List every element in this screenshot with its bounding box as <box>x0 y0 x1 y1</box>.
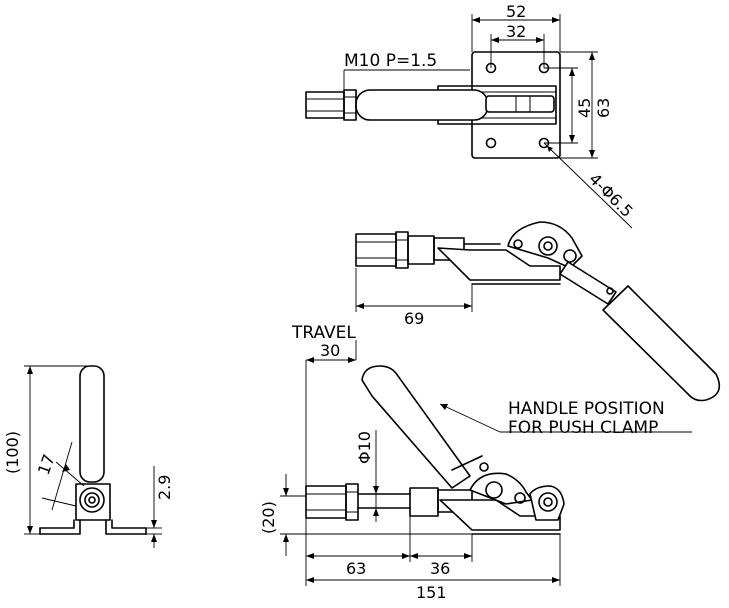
travel-label: TRAVEL <box>291 323 356 343</box>
thread-label: M10 P=1.5 <box>344 51 437 71</box>
top-handle <box>355 89 489 121</box>
dim-32: 32 <box>506 22 526 41</box>
bottom-handle <box>361 365 471 489</box>
dim-45: 45 <box>575 98 594 118</box>
side-grip <box>79 365 105 483</box>
dim-63b: 63 <box>346 559 366 578</box>
side-view: (100) 17 2.9 <box>3 365 174 548</box>
note-handle-line2: FOR PUSH CLAMP <box>508 418 658 438</box>
note-handle-line1: HANDLE POSITION <box>508 399 665 419</box>
dim-63: 63 <box>594 98 613 118</box>
side-nut <box>79 487 105 513</box>
dim-100: (100) <box>3 431 22 474</box>
mid-grip <box>602 285 721 402</box>
top-nut <box>305 91 345 119</box>
bottom-nut <box>305 485 347 519</box>
dim-151: 151 <box>416 583 447 602</box>
dim-69: 69 <box>404 309 424 328</box>
bottom-view: HANDLE POSITION FOR PUSH CLAMP TRAVEL 30… <box>259 323 692 602</box>
top-view: M10 P=1.5 52 32 45 63 4-Φ6.5 <box>305 2 637 229</box>
dim-rod-dia: Φ10 <box>355 431 374 464</box>
dim-17: 17 <box>34 452 59 478</box>
middle-view: 69 <box>355 221 721 402</box>
mid-nut <box>355 233 397 267</box>
mid-body <box>437 247 561 281</box>
dim-36: 36 <box>430 559 450 578</box>
dim-52: 52 <box>506 2 526 21</box>
dim-2-9: 2.9 <box>155 475 174 500</box>
top-hole-3 <box>485 137 497 149</box>
travel-value: 30 <box>320 341 340 360</box>
dim-holes: 4-Φ6.5 <box>585 169 637 221</box>
dim-20: (20) <box>259 501 278 534</box>
